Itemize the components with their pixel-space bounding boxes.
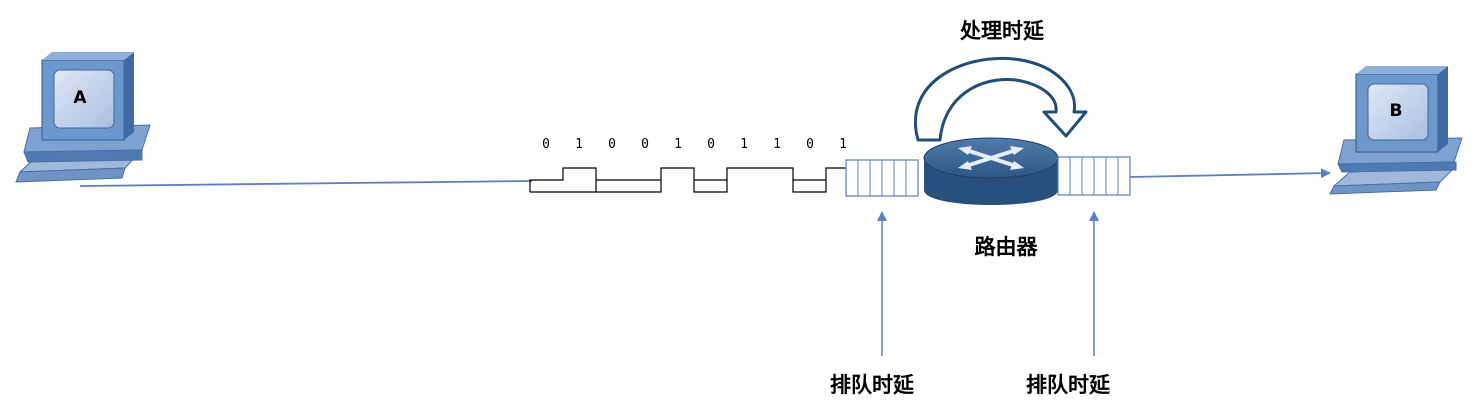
router-icon xyxy=(923,137,1059,205)
output-queue-buffer xyxy=(1057,156,1131,196)
bit-label: 1 xyxy=(839,137,847,152)
bit-label: 0 xyxy=(707,137,715,152)
bit-label: 1 xyxy=(773,137,781,152)
computer-b-label: B xyxy=(1390,101,1403,121)
computer-b-icon xyxy=(1329,66,1463,195)
processing-loop-arrow xyxy=(914,56,1088,142)
bit-label: 1 xyxy=(575,137,583,152)
computer-a-label: A xyxy=(73,88,87,108)
bit-label: 1 xyxy=(740,137,748,152)
bit-stream: 0 1 0 0 1 0 1 1 0 1 xyxy=(529,137,860,193)
router-label: 路由器 xyxy=(975,235,1039,259)
bit-label: 0 xyxy=(608,137,616,152)
processing-delay-label: 处理时延 xyxy=(959,19,1045,43)
queue-delay-label-left: 排队时延 xyxy=(830,373,915,397)
bit-label: 0 xyxy=(542,137,550,152)
bit-label: 0 xyxy=(806,137,814,152)
link-a-to-router xyxy=(79,180,533,187)
input-queue-buffer xyxy=(845,159,919,197)
link-router-to-b xyxy=(1129,168,1331,179)
digital-signal-waveform xyxy=(529,167,860,193)
bit-label: 1 xyxy=(674,137,682,152)
queue-delay-label-right: 排队时延 xyxy=(1026,373,1111,397)
bit-label: 0 xyxy=(641,137,649,152)
computer-a-icon xyxy=(15,52,151,183)
